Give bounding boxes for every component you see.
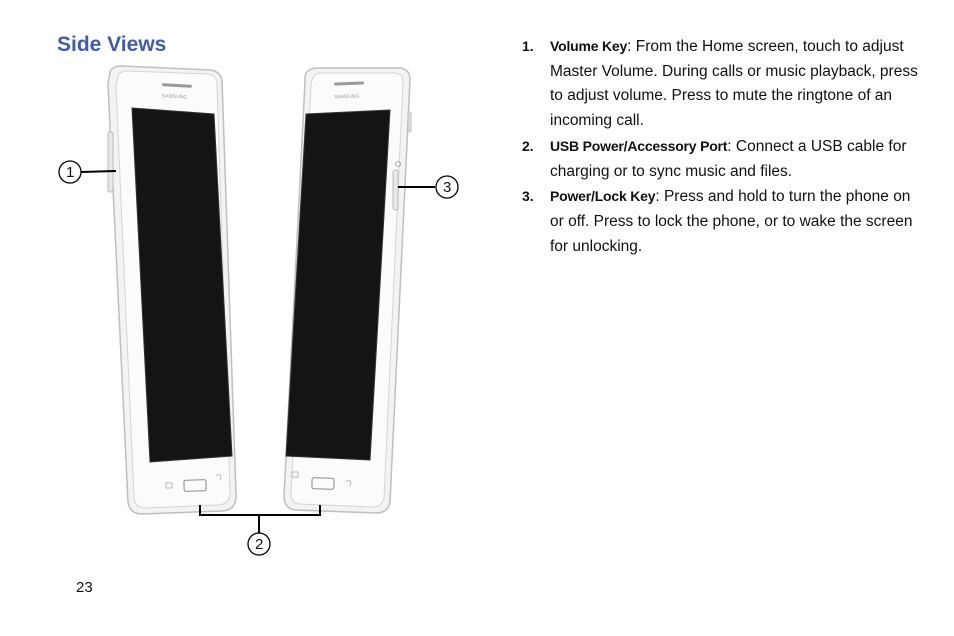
left-phone-brand: SAMSUNG <box>162 93 188 100</box>
list-item-usb-port: 2. USB Power/Accessory Port: Connect a U… <box>522 134 922 184</box>
list-item-number: 1. <box>522 38 534 54</box>
callout-3: 3 <box>398 175 459 199</box>
section-title: Side Views <box>57 33 167 56</box>
left-phone: SAMSUNG <box>107 65 237 515</box>
list-item-term: Power/Lock Key <box>550 188 656 205</box>
list-item-power-key: 3. Power/Lock Key: Press and hold to tur… <box>522 184 922 259</box>
key-descriptions-list: 1. Volume Key: From the Home screen, tou… <box>522 34 922 259</box>
callout-3-label: 3 <box>443 179 451 196</box>
list-item-number: 2. <box>522 137 534 154</box>
right-phone: SAMSUNG <box>283 67 412 514</box>
right-phone-brand: SAMSUNG <box>334 94 360 101</box>
list-item-text: : Press and hold to turn the phone on or… <box>550 188 913 255</box>
list-item-number: 3. <box>522 188 534 205</box>
callout-1: 1 <box>58 160 117 184</box>
list-item-term: USB Power/Accessory Port <box>550 137 728 154</box>
list-item-text: : Connect a USB cable for charging or to… <box>550 137 907 180</box>
list-item-volume-key: 1. Volume Key: From the Home screen, tou… <box>522 34 922 134</box>
callout-2: 2 <box>199 505 321 556</box>
callout-2-label: 2 <box>255 536 263 553</box>
phones-illustration: SAMSUNG SAMSUNG 1 <box>58 65 459 556</box>
callout-1-label: 1 <box>66 164 74 181</box>
list-item-term: Volume Key <box>550 38 628 54</box>
side-views-figure: SAMSUNG SAMSUNG 1 <box>50 62 470 562</box>
list-item-text: : From the Home screen, touch to adjust … <box>550 38 918 130</box>
page-number: 23 <box>76 579 93 596</box>
